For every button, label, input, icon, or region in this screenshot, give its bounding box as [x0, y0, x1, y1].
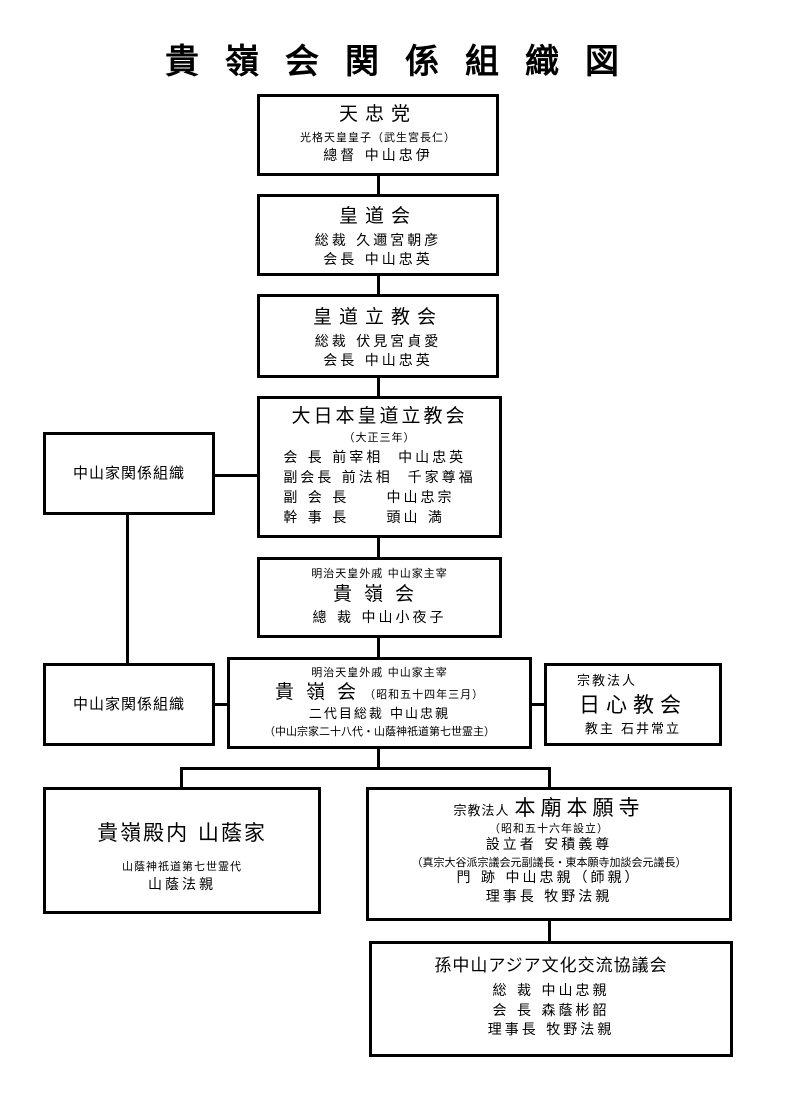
kireikai1-box: 明治天皇外戚 中山家主宰 貴嶺会 總 裁 中山小夜子 [257, 557, 502, 638]
sonchuzan-line1: 総 裁 中山忠親 [492, 983, 610, 1000]
dainihon-officer-1: 会 長 前宰相 中山忠英 [283, 449, 467, 466]
tenchuto-box: 天忠党 光格天皇皇子（武生宮長仁） 總督 中山忠伊 [257, 94, 499, 176]
sonchuzan-line3: 理事長 牧野法親 [487, 1022, 615, 1039]
kireikai2-line3: （中山宗家二十八代・山蔭神祇道第七世霊主） [264, 724, 495, 738]
honbyo-year: （昭和五十六年設立） [489, 822, 609, 836]
connector-branch-horizontal [180, 767, 551, 770]
kireikai1-line1: 明治天皇外戚 中山家主宰 [311, 567, 448, 580]
connector-left1-dainihon [214, 474, 258, 477]
nisshin-box: 宗教法人 日心教会 教主 石井常立 [544, 663, 722, 746]
kodoritsukyokai-name: 皇道立教会 [312, 306, 443, 328]
kireikai2-name-row: 貴 嶺 会 （昭和五十四年三月） [230, 681, 529, 705]
yamakage-name: 貴嶺殿内 山蔭家 [97, 821, 267, 845]
tenchuto-line1: 光格天皇皇子（武生宮長仁） [300, 130, 456, 144]
connector-kodokai-kodoritsu [377, 275, 380, 294]
nisshin-line2: 教主 石井常立 [584, 721, 682, 737]
kodoritsukyokai-line2: 会長 中山忠英 [323, 353, 433, 370]
connector-left1-left2 [126, 514, 129, 664]
dainihon-box: 大日本皇道立教会 （大正三年） 会 長 前宰相 中山忠英 副会長 前法相 千家尊… [257, 396, 502, 538]
nisshin-name: 日心教会 [579, 693, 687, 718]
sonchuzan-box: 孫中山アジア文化交流協議会 総 裁 中山忠親 会 長 森蔭彬韶 理事長 牧野法親 [369, 941, 733, 1057]
chart-title: 貴嶺会関係組織図 [165, 42, 645, 82]
honbyo-name: 本廟本願寺 [514, 796, 645, 820]
yamakage-box: 貴嶺殿内 山蔭家 山蔭神祇道第七世霊代 山蔭法親 [43, 787, 321, 914]
honbyo-box: 宗教法人 本廟本願寺 （昭和五十六年設立） 設立者 安積義尊 （真宗大谷派宗議会… [366, 787, 732, 921]
connector-honbyo-sonchuzan [548, 920, 551, 942]
connector-kireikai1-kireikai2 [377, 637, 380, 658]
kodokai-line1: 総裁 久邇宮朝彦 [314, 232, 442, 249]
kireikai2-line1: 明治天皇外戚 中山家主宰 [311, 666, 448, 679]
kodokai-name: 皇道会 [338, 205, 417, 227]
dainihon-officer-4: 幹 事 長 頭山 満 [283, 510, 445, 527]
yamakage-line2: 山蔭法親 [148, 877, 216, 893]
honbyo-line3: 門 跡 中山忠親（師親） [456, 870, 642, 887]
kireikai2-name: 貴 嶺 会 [274, 680, 359, 703]
connector-kireikai2-down [377, 748, 380, 768]
kireikai1-line2: 總 裁 中山小夜子 [312, 609, 447, 626]
kireikai2-year: （昭和五十四年三月） [364, 687, 485, 701]
sonchuzan-line2: 会 長 森蔭彬韶 [492, 1002, 610, 1019]
connector-kodoritsu-dainihon [377, 378, 380, 396]
nakayama-related-lower-label: 中山家関係組織 [72, 695, 185, 714]
honbyo-line4: 理事長 牧野法親 [485, 888, 613, 905]
honbyo-line1: 設立者 安積義尊 [485, 837, 613, 853]
honbyo-name-row: 宗教法人 本廟本願寺 [369, 795, 729, 821]
honbyo-prefix: 宗教法人 [453, 804, 510, 819]
dainihon-officer-2: 副会長 前法相 千家尊福 [283, 469, 476, 486]
connector-branch-left-drop [180, 767, 183, 788]
connector-dainihon-kireikai1 [377, 538, 380, 558]
honbyo-line2: （真宗大谷派宗議会元副議長・東本願寺加談会元議長） [411, 855, 687, 869]
yamakage-line1: 山蔭神祇道第七世霊代 [122, 860, 242, 874]
nisshin-line1: 宗教法人 [577, 674, 638, 689]
sonchuzan-name: 孫中山アジア文化交流協議会 [434, 956, 668, 976]
nakayama-related-upper-label: 中山家関係組織 [72, 464, 185, 483]
connector-tenchuto-kodokai [377, 176, 380, 194]
dainihon-year: （大正三年） [343, 430, 416, 444]
kodokai-line2: 会長 中山忠英 [323, 252, 433, 269]
connector-left2-kireikai2 [214, 703, 228, 706]
tenchuto-name: 天忠党 [338, 103, 417, 125]
connector-branch-right-drop [548, 767, 551, 788]
tenchuto-line2: 總督 中山忠伊 [323, 147, 433, 164]
connector-kireikai2-nisshin [531, 703, 545, 706]
dainihon-officer-3: 副 会 長 中山忠宗 [283, 490, 455, 507]
kireikai2-box: 明治天皇外戚 中山家主宰 貴 嶺 会 （昭和五十四年三月） 二代目総裁 中山忠親… [227, 657, 532, 749]
dainihon-name: 大日本皇道立教会 [291, 405, 468, 427]
kodoritsukyokai-box: 皇道立教会 総裁 伏見宮貞愛 会長 中山忠英 [257, 294, 499, 378]
nakayama-related-box-upper: 中山家関係組織 [43, 432, 215, 515]
nakayama-related-box-lower: 中山家関係組織 [43, 663, 215, 746]
kodokai-box: 皇道会 総裁 久邇宮朝彦 会長 中山忠英 [257, 194, 499, 276]
dainihon-officers: 会 長 前宰相 中山忠英 副会長 前法相 千家尊福 副 会 長 中山忠宗 幹 事… [283, 448, 475, 529]
kireikai1-name: 貴嶺会 [332, 582, 426, 605]
kodoritsukyokai-line1: 総裁 伏見宮貞愛 [314, 333, 442, 350]
kireikai2-line2: 二代目総裁 中山忠親 [308, 706, 451, 722]
